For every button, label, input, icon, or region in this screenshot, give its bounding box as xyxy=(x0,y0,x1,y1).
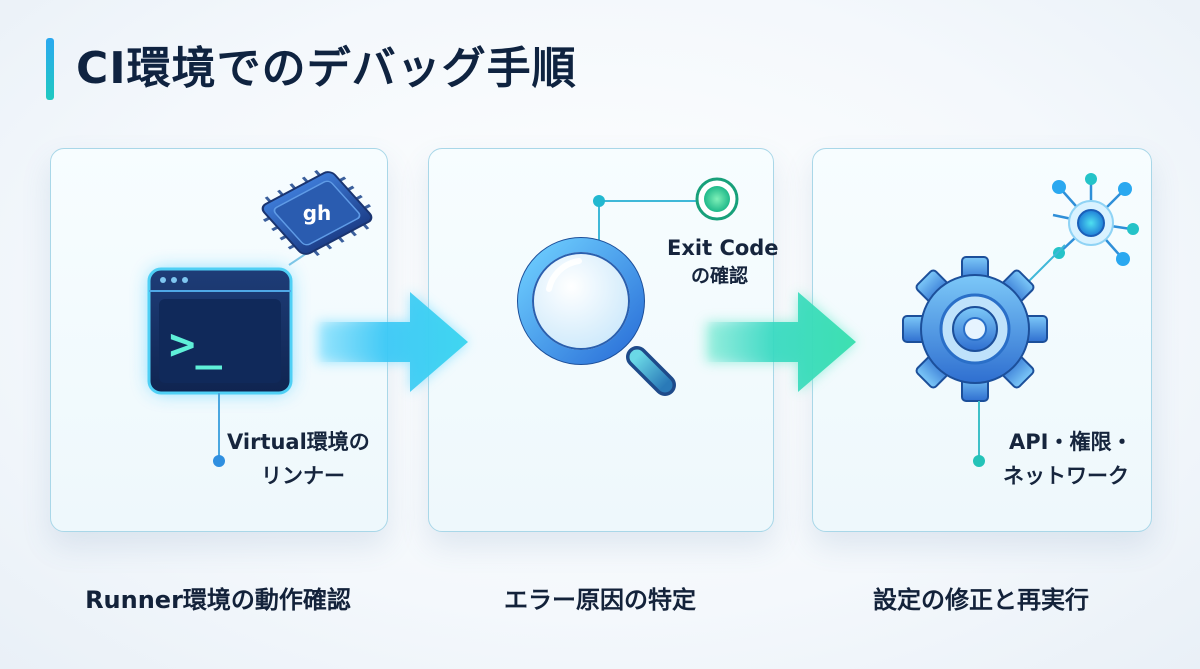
runner-label-line2: リンナー xyxy=(261,464,345,488)
step-panel-error: Exit Code の確認 xyxy=(428,148,779,532)
arrow-right-icon xyxy=(318,292,468,392)
network-icon xyxy=(1052,173,1139,266)
terminal-icon xyxy=(147,267,293,395)
status-ok-icon xyxy=(695,177,739,221)
step-caption-fix: 設定の修正と再実行 xyxy=(873,586,1089,614)
gear-icon xyxy=(902,256,1048,402)
fix-label-line1: API・権限・ xyxy=(1009,430,1133,454)
magnifier-icon xyxy=(517,237,676,396)
exit-code-label-line2: の確認 xyxy=(691,265,749,287)
page-title: CI環境でのデバッグ手順 xyxy=(76,43,577,94)
chip-label: gh xyxy=(303,201,332,225)
runner-connector-dot xyxy=(213,455,225,467)
step-caption-error: エラー原因の特定 xyxy=(504,586,696,614)
fix-label-line2: ネットワーク xyxy=(1003,464,1129,488)
runner-label-line1: Virtual環境の xyxy=(227,430,370,454)
step-caption-runner: Runner環境の動作確認 xyxy=(85,586,351,614)
step-panel-runner: gh >_ Virtual環境の リンナー xyxy=(50,148,388,532)
exit-code-connector-dot xyxy=(593,195,605,207)
arrow-right-icon xyxy=(706,292,856,392)
fix-connector-dot xyxy=(973,455,985,467)
fix-illustration xyxy=(902,173,1139,467)
terminal-prompt: >_ xyxy=(169,319,222,370)
title-accent-bar xyxy=(46,38,54,100)
exit-code-label-line1: Exit Code xyxy=(667,236,779,260)
error-illustration xyxy=(517,177,739,396)
step-panel-fix: API・権限・ ネットワーク xyxy=(812,148,1152,532)
runner-illustration: gh >_ xyxy=(147,170,373,467)
chip-icon xyxy=(261,170,373,256)
